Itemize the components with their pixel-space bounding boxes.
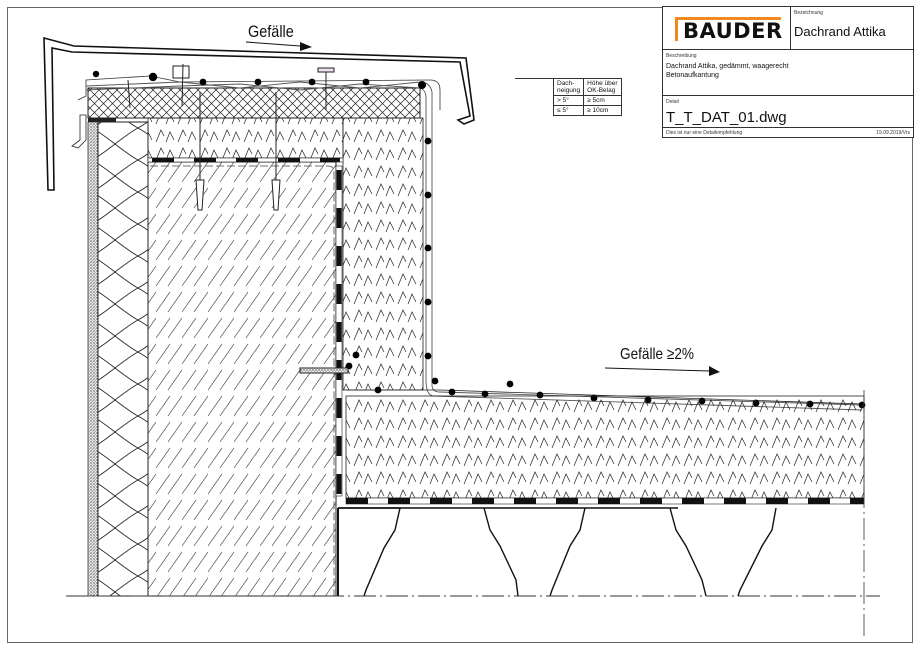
vapour-barrier-top xyxy=(147,157,344,497)
sealing-strip xyxy=(88,118,116,122)
table-row: ≤ 5° ≥ 10cm xyxy=(552,105,622,116)
slope-cell: ≤ 5° xyxy=(552,105,585,116)
detail-label: Detail xyxy=(666,99,679,105)
table-row: > 5° ≥ 5cm xyxy=(552,95,622,106)
beschreibung-text: Dachrand Attika, gedämmt, waagerecht Bet… xyxy=(666,62,789,80)
detail-filename: T_T_DAT_01.dwg xyxy=(666,109,787,126)
slope-label-roof: Gefälle ≥2% xyxy=(620,346,694,363)
concrete-upstand xyxy=(147,161,337,597)
footer-note: Dies ist nur eine Detailempfehlung xyxy=(666,130,743,136)
roofing-membrane-upper xyxy=(85,81,863,406)
title-block-footer: Dies ist nur eine Detailempfehlung 19.09… xyxy=(663,128,913,138)
beschreibung-label: Beschreibung xyxy=(666,53,697,59)
slope-arrow-roof xyxy=(604,366,720,376)
slope-arrow-top xyxy=(245,41,312,51)
wood-board xyxy=(87,87,421,119)
drawing-frame xyxy=(7,7,913,643)
height-cell: ≥ 10cm xyxy=(583,105,622,116)
beschreibung-line-1: Dachrand Attika, gedämmt, waagerecht xyxy=(666,63,789,70)
logo-orange-bar-icon xyxy=(675,17,781,20)
fasteners xyxy=(127,63,349,374)
bezeichnung-cell: Bezeichnung Dachrand Attika xyxy=(791,7,915,49)
title-block-header: BAUDER Bezeichnung Dachrand Attika xyxy=(663,7,913,50)
bezeichnung-label: Bezeichnung xyxy=(794,10,823,16)
header-dachneigung: Dach-neigung xyxy=(552,78,585,96)
footer-date: 19.09.2019/Vrs xyxy=(876,130,910,136)
eps-insulation-attic xyxy=(342,117,424,391)
vapour-barrier-roof xyxy=(345,497,865,505)
detail-cell: Detail T_T_DAT_01.dwg xyxy=(663,96,913,128)
plaster-layer xyxy=(87,121,99,597)
beschreibung-line-2: Betonaufkantung xyxy=(666,72,719,79)
slope-label-top: Gefälle xyxy=(248,22,294,41)
logo-orange-stem-icon xyxy=(675,17,678,41)
eps-insulation-top xyxy=(147,117,344,159)
metal-coping xyxy=(43,36,475,191)
slope-table-leader xyxy=(515,78,553,79)
logo-text: BAUDER xyxy=(683,19,783,43)
edge-clip xyxy=(71,114,87,149)
slope-cell: > 5° xyxy=(552,95,585,106)
bauder-logo: BAUDER xyxy=(663,7,791,49)
title-block: BAUDER Bezeichnung Dachrand Attika Besch… xyxy=(662,6,914,138)
beschreibung-cell: Beschreibung Dachrand Attika, gedämmt, w… xyxy=(663,50,913,96)
height-cell: ≥ 5cm xyxy=(583,95,622,106)
roofing-membrane-lower xyxy=(85,83,863,411)
trapezoidal-deck xyxy=(338,507,777,597)
eps-insulation-roof xyxy=(345,395,865,499)
bezeichnung-value: Dachrand Attika xyxy=(794,24,886,39)
